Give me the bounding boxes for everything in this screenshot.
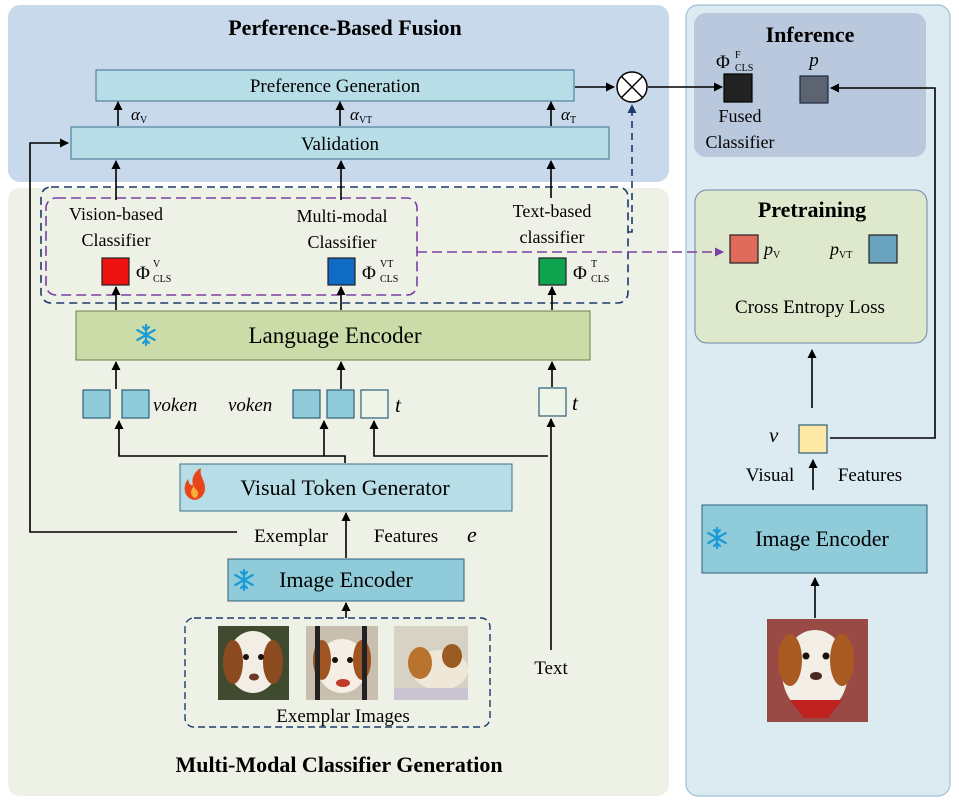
text-token-mid [360, 389, 389, 419]
validation-label: Validation [301, 134, 380, 155]
inference-title: Inference [766, 22, 855, 47]
text-classifier-line1: Text-based [513, 201, 592, 221]
pretraining-panel [694, 189, 928, 344]
voken-label-left: voken [153, 395, 197, 416]
pvt-p: p [828, 239, 839, 259]
dog-photo-right [767, 619, 868, 722]
alpha-vt: αVT [350, 105, 372, 126]
v-label: v [769, 423, 779, 447]
vision-classifier-line1: Vision-based [69, 204, 163, 224]
cross-entropy-loss-label: Cross Entropy Loss [735, 297, 885, 318]
multimodal-classifier-line1: Multi-modal [297, 206, 388, 226]
right-image-encoder-box [701, 504, 928, 574]
vision-classifier-square [101, 257, 130, 286]
fusion-title: Perference-Based Fusion [228, 15, 462, 40]
phi-cls-f: Φ F CLS [716, 50, 753, 74]
t-label-right: t [572, 391, 579, 415]
pvt-sub: VT [839, 250, 852, 261]
exemplar-images-label: Exemplar Images [276, 706, 409, 727]
dog-photo-3 [394, 626, 468, 700]
phi-v: Φ [136, 263, 150, 284]
visual-label: Visual [746, 465, 794, 486]
voken-token-3 [292, 389, 321, 419]
alpha-v: αV [131, 105, 148, 126]
alpha-t-main: α [561, 105, 571, 124]
phi-vt: Φ [362, 263, 376, 284]
validation-box [70, 126, 610, 160]
phi-t-sup: T [591, 259, 597, 270]
phi-t: Φ [573, 263, 587, 284]
preference-generation-box [95, 69, 575, 102]
pv-p: p [762, 239, 773, 259]
fused-classifier-square [723, 73, 753, 103]
alpha-vt-main: α [350, 105, 360, 124]
text-classifier-line2: classifier [520, 227, 585, 247]
phi-t-sub: CLS [591, 274, 609, 285]
multimodal-classifier-line2: Classifier [308, 232, 377, 252]
alpha-t: αT [561, 105, 576, 126]
phi-cls-t: Φ T CLS [573, 259, 609, 285]
visual-feature-square [798, 424, 828, 454]
text-input-label: Text [534, 658, 568, 679]
image-encoder-label: Image Encoder [279, 567, 413, 592]
voken-token-2 [121, 389, 150, 419]
pv-square [729, 234, 759, 264]
alpha-vt-sub: VT [359, 115, 372, 126]
pvt-square [868, 234, 898, 264]
pretraining-title: Pretraining [758, 197, 866, 222]
dog-photo-1 [218, 626, 289, 700]
phi-f: Φ [716, 52, 730, 73]
flame-icon [184, 468, 205, 500]
phi-cls-vt: Φ VT CLS [362, 259, 398, 285]
dashed-arrow-to-otimes [627, 104, 637, 233]
classifier-group-dashed [40, 186, 629, 304]
voken-token-1 [82, 389, 111, 419]
voken-label-mid: voken [228, 395, 272, 416]
vision-classifier-line2: Classifier [82, 230, 151, 250]
generation-title: Multi-Modal Classifier Generation [175, 752, 502, 777]
voken-token-4 [326, 389, 355, 419]
alpha-t-sub: T [570, 115, 576, 126]
preference-generation-label: Preference Generation [250, 76, 421, 97]
inference-p-label: p [807, 50, 819, 71]
exemplar-label: Exemplar [254, 526, 329, 547]
text-token-right [538, 387, 567, 417]
phi-vt-sub: CLS [380, 274, 398, 285]
language-encoder-box [75, 310, 591, 361]
phi-f-sub: CLS [735, 63, 753, 74]
fused-classifier-line1: Fused [718, 106, 761, 126]
multimodal-classifier-square [327, 257, 356, 286]
right-image-encoder-label: Image Encoder [755, 526, 889, 551]
vision-multimodal-group-dashed [45, 197, 418, 296]
alpha-v-sub: V [140, 115, 148, 126]
arrow-vtg-to-left-vokens [114, 420, 346, 463]
fused-classifier-line2: Classifier [706, 132, 775, 152]
phi-v-sub: CLS [153, 274, 171, 285]
image-encoder-box [227, 558, 465, 602]
alpha-v-main: α [131, 105, 141, 124]
phi-vt-sup: VT [380, 259, 393, 270]
arrow-text-to-mid-token [369, 420, 548, 457]
dog-photo-2 [306, 626, 378, 700]
exemplar-feedback-line [29, 138, 237, 533]
phi-f-sup: F [735, 50, 741, 61]
visual-token-generator-box [179, 463, 513, 512]
right-features-label: Features [838, 465, 902, 486]
t-label-mid: t [395, 393, 402, 417]
p-square [799, 75, 829, 104]
language-encoder-label: Language Encoder [248, 323, 421, 348]
pv-sub: V [773, 250, 781, 261]
phi-v-sup: V [153, 259, 161, 270]
phi-cls-v: Φ V CLS [136, 259, 171, 285]
text-classifier-square [538, 257, 567, 286]
e-label: e [467, 522, 477, 547]
arrow-features-to-p [830, 83, 936, 439]
pvt-label: pVT [828, 239, 852, 261]
visual-token-generator-label: Visual Token Generator [240, 475, 450, 500]
features-label: Features [374, 526, 438, 547]
pv-label: pV [762, 239, 781, 261]
exemplar-images-group [184, 617, 491, 728]
otimes-icon [616, 71, 648, 103]
